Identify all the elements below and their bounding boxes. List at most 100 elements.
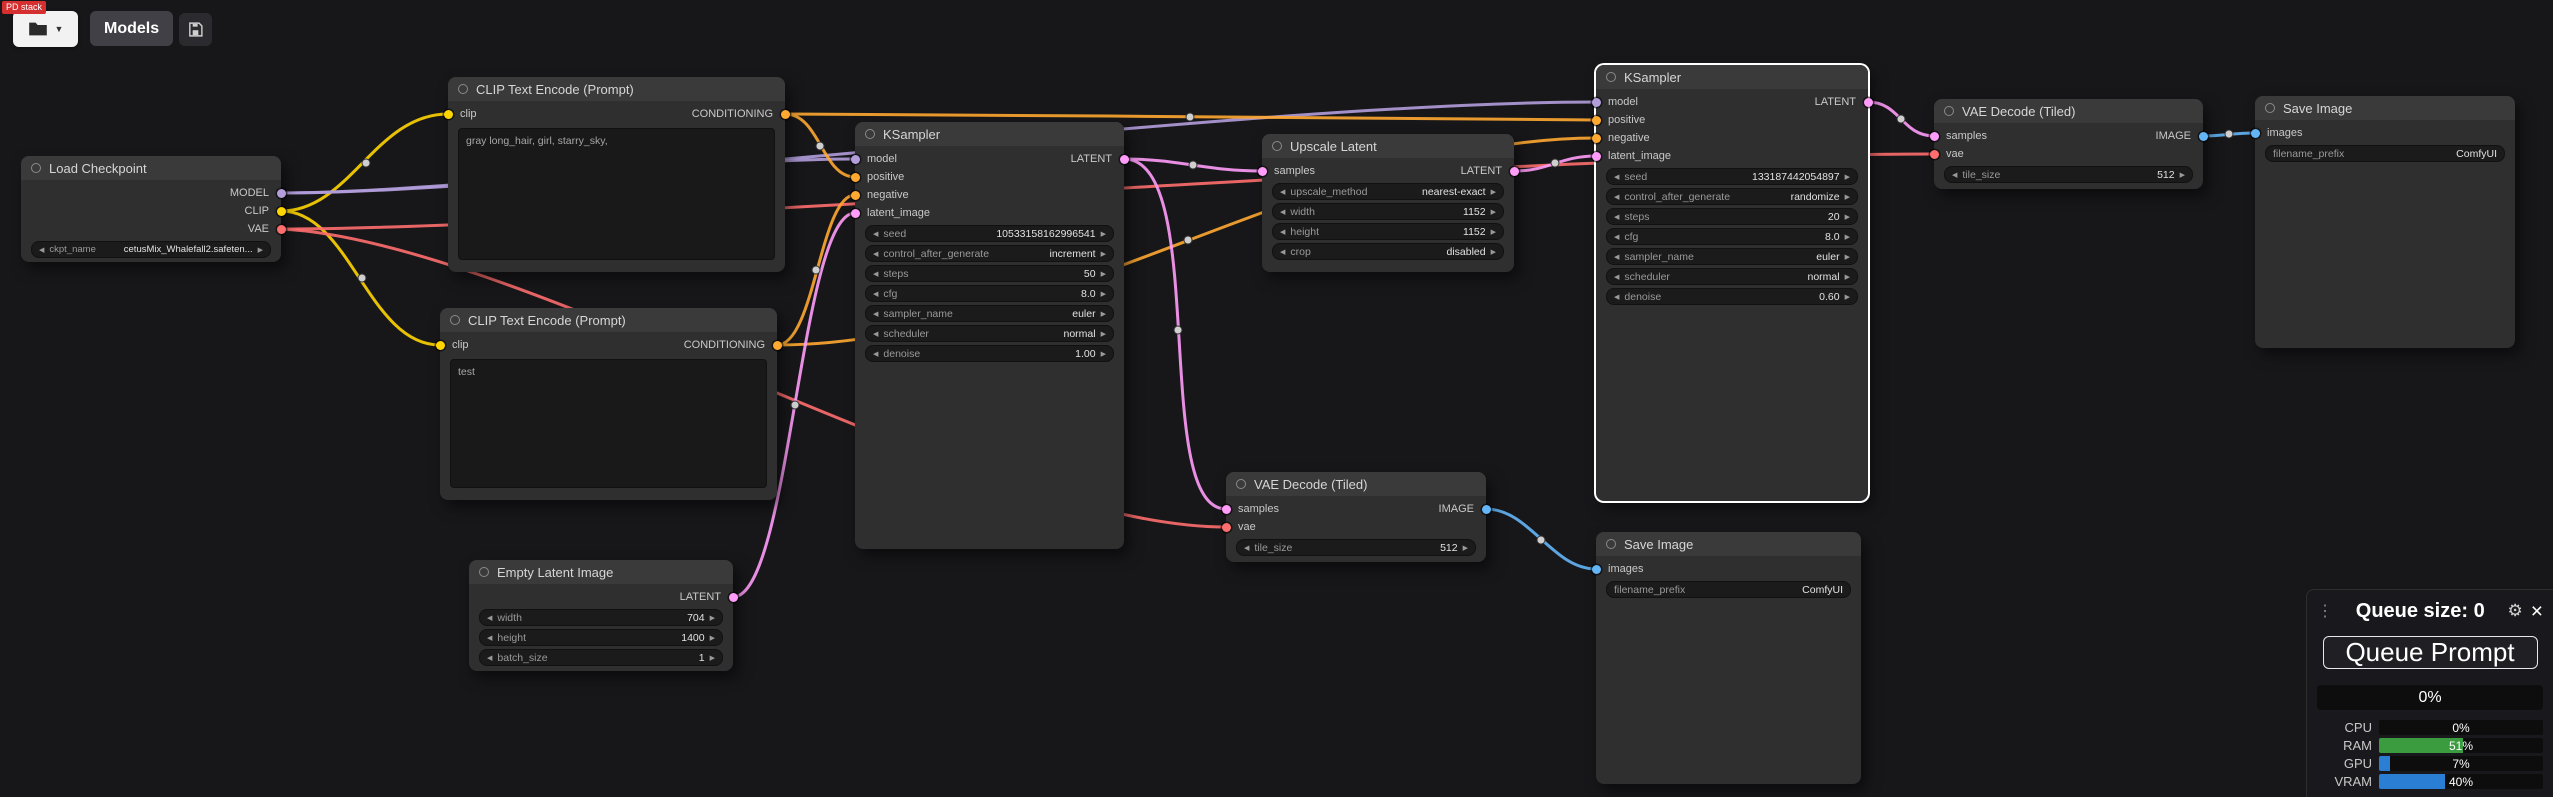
- close-icon[interactable]: ×: [2531, 601, 2543, 622]
- output-port-conditioning[interactable]: [781, 110, 790, 119]
- increment-icon[interactable]: ▶: [258, 246, 263, 254]
- input-port-negative[interactable]: [851, 191, 860, 200]
- increment-icon[interactable]: ▶: [1845, 173, 1850, 181]
- link-midpoint-dot[interactable]: [816, 142, 824, 150]
- link-midpoint-dot[interactable]: [1174, 326, 1182, 334]
- decrement-icon[interactable]: ◀: [1280, 248, 1285, 256]
- node-header[interactable]: Empty Latent Image: [469, 560, 733, 584]
- link-midpoint-dot[interactable]: [1537, 536, 1545, 544]
- output-port-vae[interactable]: [277, 225, 286, 234]
- node-header[interactable]: VAE Decode (Tiled): [1934, 99, 2203, 123]
- widget-control-after-generate[interactable]: ◀ control_after_generate increment ▶: [865, 245, 1114, 262]
- node-upscale-latent[interactable]: Upscale Latent samples LATENT ◀ upscale_…: [1262, 134, 1514, 272]
- increment-icon[interactable]: ▶: [1101, 350, 1106, 358]
- save-workflow-button[interactable]: [179, 13, 212, 46]
- output-port-image[interactable]: [2199, 132, 2208, 141]
- input-port-samples[interactable]: [1222, 505, 1231, 514]
- link-midpoint-dot[interactable]: [1551, 159, 1559, 167]
- widget-cfg[interactable]: ◀ cfg 8.0 ▶: [865, 285, 1114, 302]
- input-port-vae[interactable]: [1930, 150, 1939, 159]
- node-load-checkpoint[interactable]: Load Checkpoint MODEL CLIP VAE ◀ ckpt_na…: [21, 156, 281, 262]
- collapse-dot-icon[interactable]: [479, 567, 489, 577]
- input-port-model[interactable]: [1592, 98, 1601, 107]
- widget-denoise[interactable]: ◀ denoise 0.60 ▶: [1606, 288, 1858, 305]
- decrement-icon[interactable]: ◀: [487, 614, 492, 622]
- increment-icon[interactable]: ▶: [1463, 544, 1468, 552]
- node-clip-text-encode-positive[interactable]: CLIP Text Encode (Prompt) clip CONDITION…: [448, 77, 785, 272]
- output-port-conditioning[interactable]: [773, 341, 782, 350]
- node-clip-text-encode-negative[interactable]: CLIP Text Encode (Prompt) clip CONDITION…: [440, 308, 777, 500]
- decrement-icon[interactable]: ◀: [487, 634, 492, 642]
- increment-icon[interactable]: ▶: [1491, 228, 1496, 236]
- node-header[interactable]: VAE Decode (Tiled): [1226, 472, 1486, 496]
- increment-icon[interactable]: ▶: [1101, 250, 1106, 258]
- increment-icon[interactable]: ▶: [710, 614, 715, 622]
- node-vae-decode-tiled-2[interactable]: VAE Decode (Tiled) samples IMAGE vae ◀ t…: [1934, 99, 2203, 189]
- decrement-icon[interactable]: ◀: [873, 290, 878, 298]
- collapse-dot-icon[interactable]: [450, 315, 460, 325]
- collapse-dot-icon[interactable]: [2265, 103, 2275, 113]
- open-workflow-button[interactable]: ▼: [13, 11, 78, 47]
- increment-icon[interactable]: ▶: [1845, 213, 1850, 221]
- node-save-image-2[interactable]: Save Image images filename_prefix ComfyU…: [2255, 96, 2515, 348]
- drag-handle-icon[interactable]: ⋮: [2317, 601, 2333, 621]
- link-midpoint-dot[interactable]: [1186, 113, 1194, 121]
- decrement-icon[interactable]: ◀: [1280, 208, 1285, 216]
- node-header[interactable]: Save Image: [2255, 96, 2515, 120]
- input-port-vae[interactable]: [1222, 523, 1231, 532]
- increment-icon[interactable]: ▶: [1101, 310, 1106, 318]
- widget-filename-prefix[interactable]: filename_prefix ComfyUI: [1606, 581, 1851, 598]
- widget-steps[interactable]: ◀ steps 20 ▶: [1606, 208, 1858, 225]
- input-port-latent-image[interactable]: [851, 209, 860, 218]
- decrement-icon[interactable]: ◀: [873, 250, 878, 258]
- node-header[interactable]: KSampler: [855, 122, 1124, 146]
- decrement-icon[interactable]: ◀: [1614, 213, 1619, 221]
- output-port-clip[interactable]: [277, 207, 286, 216]
- increment-icon[interactable]: ▶: [1845, 193, 1850, 201]
- decrement-icon[interactable]: ◀: [873, 270, 878, 278]
- decrement-icon[interactable]: ◀: [1952, 171, 1957, 179]
- node-ksampler-1[interactable]: KSampler model LATENT positive negative …: [855, 122, 1124, 549]
- prompt-textarea[interactable]: test: [450, 359, 767, 488]
- decrement-icon[interactable]: ◀: [1614, 173, 1619, 181]
- node-header[interactable]: Load Checkpoint: [21, 156, 281, 180]
- decrement-icon[interactable]: ◀: [1614, 193, 1619, 201]
- decrement-icon[interactable]: ◀: [873, 330, 878, 338]
- link-midpoint-dot[interactable]: [812, 266, 820, 274]
- input-port-clip[interactable]: [444, 110, 453, 119]
- increment-icon[interactable]: ▶: [1845, 293, 1850, 301]
- widget-sampler-name[interactable]: ◀ sampler_name euler ▶: [1606, 248, 1858, 265]
- models-button[interactable]: Models: [90, 11, 173, 46]
- output-port-image[interactable]: [1482, 505, 1491, 514]
- collapse-dot-icon[interactable]: [1944, 106, 1954, 116]
- decrement-icon[interactable]: ◀: [487, 654, 492, 662]
- widget-sampler-name[interactable]: ◀ sampler_name euler ▶: [865, 305, 1114, 322]
- widget-crop[interactable]: ◀ crop disabled ▶: [1272, 243, 1504, 260]
- increment-icon[interactable]: ▶: [1845, 253, 1850, 261]
- increment-icon[interactable]: ▶: [1845, 233, 1850, 241]
- increment-icon[interactable]: ▶: [1491, 248, 1496, 256]
- link-midpoint-dot[interactable]: [791, 401, 799, 409]
- node-header[interactable]: Upscale Latent: [1262, 134, 1514, 158]
- increment-icon[interactable]: ▶: [1491, 188, 1496, 196]
- widget-upscale-method[interactable]: ◀ upscale_method nearest-exact ▶: [1272, 183, 1504, 200]
- input-port-positive[interactable]: [1592, 116, 1601, 125]
- output-port-model[interactable]: [277, 189, 286, 198]
- link-midpoint-dot[interactable]: [358, 274, 366, 282]
- link-midpoint-dot[interactable]: [1897, 115, 1905, 123]
- increment-icon[interactable]: ▶: [1101, 330, 1106, 338]
- widget-scheduler[interactable]: ◀ scheduler normal ▶: [865, 325, 1114, 342]
- link-midpoint-dot[interactable]: [1184, 236, 1192, 244]
- input-port-negative[interactable]: [1592, 134, 1601, 143]
- decrement-icon[interactable]: ◀: [1244, 544, 1249, 552]
- decrement-icon[interactable]: ◀: [1614, 293, 1619, 301]
- decrement-icon[interactable]: ◀: [39, 246, 44, 254]
- input-port-images[interactable]: [2251, 129, 2260, 138]
- widget-filename-prefix[interactable]: filename_prefix ComfyUI: [2265, 145, 2505, 162]
- link-midpoint-dot[interactable]: [1189, 161, 1197, 169]
- collapse-dot-icon[interactable]: [458, 84, 468, 94]
- increment-icon[interactable]: ▶: [1101, 270, 1106, 278]
- increment-icon[interactable]: ▶: [1845, 273, 1850, 281]
- input-port-samples[interactable]: [1258, 167, 1267, 176]
- widget-seed[interactable]: ◀ seed 133187442054897 ▶: [1606, 168, 1858, 185]
